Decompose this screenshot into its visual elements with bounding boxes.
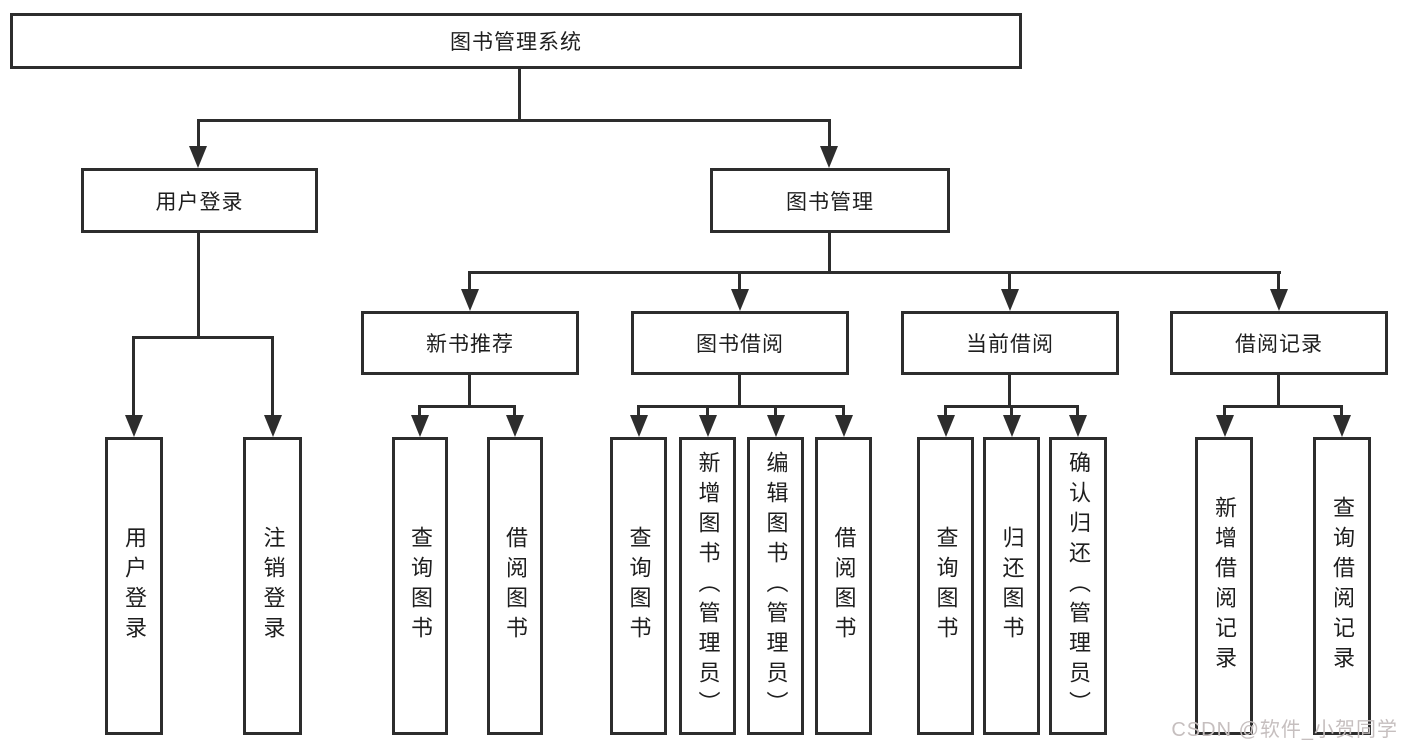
node-book-borrowing: 图书借阅: [631, 311, 849, 375]
arrow-down-icon: [630, 415, 648, 437]
connector-line: [842, 405, 845, 415]
arrow-down-icon: [731, 289, 749, 311]
node-new-book-recommendation: 新书推荐: [361, 311, 579, 375]
arrow-down-icon: [1270, 289, 1288, 311]
leaf-label: 借阅图书: [503, 526, 528, 646]
node-current-borrowing: 当前借阅: [901, 311, 1119, 375]
connector-line: [1223, 405, 1226, 415]
leaf-label: 确认归还（管理员）: [1066, 451, 1091, 721]
leaf-user-login: 用户登录: [105, 437, 163, 735]
connector-line: [944, 405, 947, 415]
arrow-down-icon: [264, 415, 282, 437]
leaf-query-books-recommend: 查询图书: [392, 437, 448, 735]
leaf-borrow-books-borrowing: 借阅图书: [815, 437, 872, 735]
connector-line: [1340, 405, 1343, 415]
node-label: 图书管理系统: [450, 31, 582, 54]
arrow-down-icon: [189, 146, 207, 168]
connector-line: [1010, 405, 1013, 415]
node-book-management: 图书管理: [710, 168, 950, 233]
node-label: 当前借阅: [966, 333, 1054, 356]
connector-line: [197, 119, 200, 146]
connector-line: [197, 233, 200, 336]
leaf-query-books-current: 查询图书: [917, 437, 974, 735]
connector-line: [1076, 405, 1079, 415]
leaf-label: 归还图书: [999, 526, 1025, 646]
arrow-down-icon: [835, 415, 853, 437]
connector-line: [1008, 375, 1011, 405]
connector-line: [706, 405, 709, 415]
connector-line: [133, 336, 274, 339]
connector-line: [132, 336, 135, 415]
leaf-label: 借阅图书: [831, 526, 857, 646]
node-user-login: 用户登录: [81, 168, 318, 233]
node-library-management-system: 图书管理系统: [10, 13, 1022, 69]
connector-line: [828, 119, 831, 146]
arrow-down-icon: [767, 415, 785, 437]
leaf-label: 查询借阅记录: [1330, 496, 1355, 676]
connector-line: [1277, 271, 1280, 289]
csdn-watermark: CSDN @软件_小贺同学: [1171, 719, 1398, 741]
connector-line: [828, 233, 831, 271]
arrow-down-icon: [1333, 415, 1351, 437]
connector-line: [468, 271, 471, 289]
connector-line: [637, 405, 640, 415]
arrow-down-icon: [1216, 415, 1234, 437]
leaf-label: 用户登录: [122, 526, 147, 646]
leaf-label: 注销登录: [260, 526, 286, 646]
node-borrowing-records: 借阅记录: [1170, 311, 1388, 375]
node-label: 图书借阅: [696, 333, 784, 356]
connector-line: [518, 69, 521, 119]
connector-line: [774, 405, 777, 415]
leaf-confirm-return-admin: 确认归还（管理员）: [1049, 437, 1107, 735]
connector-line: [1224, 405, 1342, 408]
leaf-label: 新增借阅记录: [1212, 496, 1237, 676]
connector-line: [469, 271, 1281, 274]
arrow-down-icon: [699, 415, 717, 437]
node-label: 用户登录: [155, 190, 244, 214]
leaf-logout: 注销登录: [243, 437, 302, 735]
leaf-add-borrow-record: 新增借阅记录: [1195, 437, 1253, 735]
connector-line: [513, 405, 516, 415]
leaf-return-books: 归还图书: [983, 437, 1040, 735]
node-label: 新书推荐: [426, 333, 514, 356]
leaf-label: 查询图书: [408, 526, 433, 646]
connector-line: [738, 271, 741, 289]
arrow-down-icon: [461, 289, 479, 311]
arrow-down-icon: [506, 415, 524, 437]
connector-line: [638, 405, 844, 408]
connector-line: [1277, 375, 1280, 405]
connector-line: [1008, 271, 1011, 289]
arrow-down-icon: [411, 415, 429, 437]
leaf-label: 查询图书: [933, 526, 959, 646]
node-label: 图书管理: [786, 190, 874, 214]
leaf-query-borrow-record: 查询借阅记录: [1313, 437, 1371, 735]
connector-line: [418, 405, 421, 415]
leaf-borrow-books-recommend: 借阅图书: [487, 437, 543, 735]
leaf-edit-books-admin: 编辑图书（管理员）: [747, 437, 804, 735]
arrow-down-icon: [1069, 415, 1087, 437]
connector-line: [271, 336, 274, 415]
arrow-down-icon: [1003, 415, 1021, 437]
leaf-label: 查询图书: [626, 526, 652, 646]
leaf-query-books-borrowing: 查询图书: [610, 437, 667, 735]
leaf-label: 编辑图书（管理员）: [763, 451, 789, 721]
leaf-label: 新增图书（管理员）: [695, 451, 721, 721]
arrow-down-icon: [1001, 289, 1019, 311]
arrow-down-icon: [937, 415, 955, 437]
connector-line: [419, 405, 516, 408]
connector-line: [468, 375, 471, 405]
connector-line: [738, 375, 741, 405]
connector-line: [198, 119, 831, 122]
node-label: 借阅记录: [1235, 333, 1323, 356]
arrow-down-icon: [125, 415, 143, 437]
leaf-add-books-admin: 新增图书（管理员）: [679, 437, 736, 735]
arrow-down-icon: [820, 146, 838, 168]
